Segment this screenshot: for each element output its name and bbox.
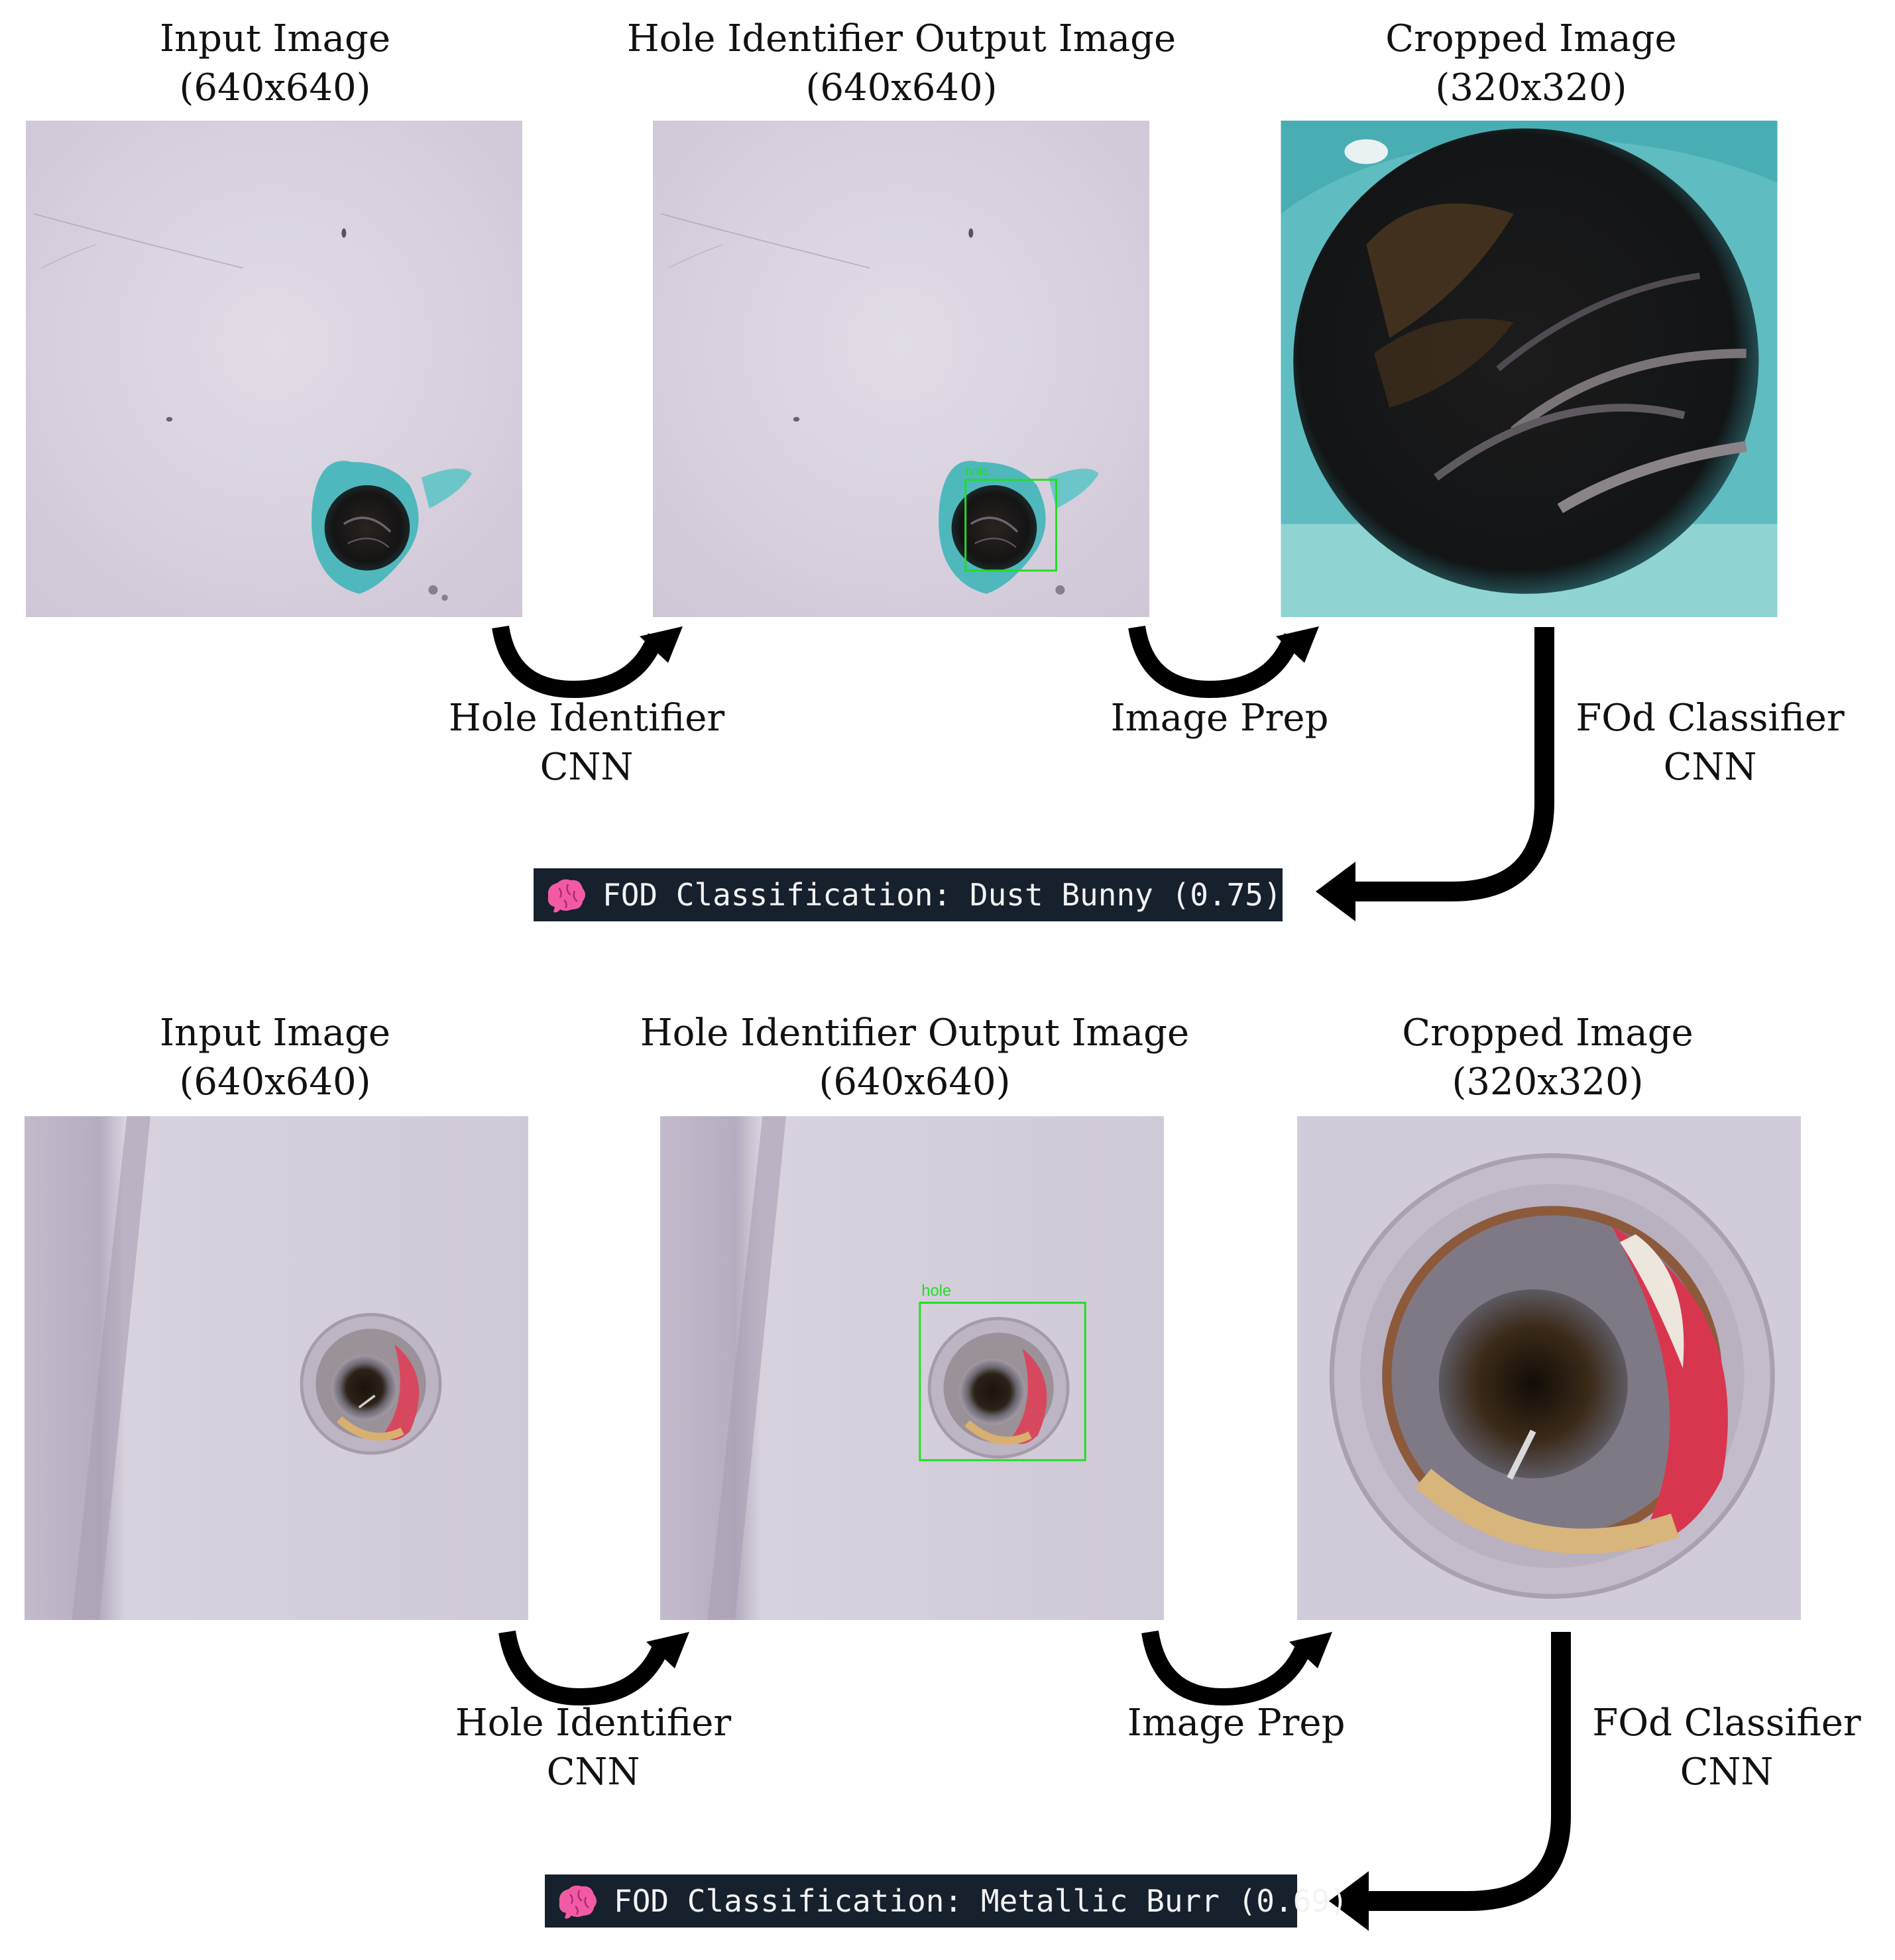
row2-hole-cnn-arrow [498, 1630, 671, 1706]
row1-classification-result: FOD Classification: Dust Bunny (0.75) [534, 868, 1283, 921]
row1-hole-output-image: hole [653, 121, 1149, 617]
row2-fod-cnn-arrow [1359, 1632, 1571, 1911]
brain-icon [547, 879, 585, 913]
row2-hole-cnn-arrowhead [646, 1632, 689, 1668]
row1-hole-cnn-arrowhead [640, 626, 683, 663]
row2-image-prep-arrow [1141, 1630, 1314, 1706]
row1-hole-output-caption: Hole Identifier Output Image (640x640) [626, 17, 1177, 109]
row2-hole-cnn-label: Hole Identifier CNN [455, 1701, 732, 1794]
row1-detection-box [964, 479, 1058, 572]
row1-fod-cnn-label: FOd Classifier CNN [1576, 697, 1845, 789]
row1-hole-cnn-label: Hole Identifier CNN [448, 697, 725, 789]
row1-cropped-caption: Cropped Image (320x320) [1385, 17, 1677, 109]
row1-input-caption: Input Image (640x640) [159, 17, 390, 109]
row2-detection-box [919, 1301, 1086, 1462]
row1-image-prep-arrowhead [1276, 626, 1319, 663]
row2-classification-result: FOD Classification: Metallic Burr (0.69) [545, 1874, 1348, 1928]
row2-hole-output-photo: hole [660, 1116, 1164, 1620]
row1-hole-output-photo: hole [653, 121, 1149, 617]
row1-input-image [26, 121, 522, 617]
row2-cropped-photo [1297, 1116, 1801, 1620]
row2-cropped-image [1297, 1116, 1801, 1620]
row1-input-photo [26, 121, 522, 617]
row1-cropped-photo [1281, 121, 1778, 617]
row2-image-prep-arrowhead [1289, 1632, 1332, 1668]
row2-detection-label: hole [921, 1282, 951, 1300]
row2-hole-output-caption: Hole Identifier Output Image (640x640) [640, 1011, 1190, 1104]
row1-cropped-image [1281, 121, 1778, 617]
row2-image-prep-label: Image Prep [1127, 1701, 1346, 1745]
row1-image-prep-arrow [1128, 625, 1301, 699]
row2-input-caption: Input Image (640x640) [159, 1011, 390, 1104]
row1-fod-cnn-arrow [1346, 627, 1554, 901]
row2-cropped-caption: Cropped Image (320x320) [1402, 1011, 1694, 1104]
row1-detection-label: hole [966, 464, 989, 478]
row2-fod-cnn-label: FOd Classifier CNN [1592, 1701, 1861, 1794]
row1-fod-cnn-arrowhead [1316, 862, 1355, 921]
row2-input-image [25, 1116, 528, 1620]
row2-input-photo [25, 1116, 528, 1620]
row2-hole-output-image: hole [660, 1116, 1164, 1620]
row1-result-text: FOD Classification: Dust Bunny (0.75) [603, 877, 1282, 913]
row1-image-prep-label: Image Prep [1110, 697, 1329, 740]
brain-icon [559, 1885, 597, 1919]
row2-result-text: FOD Classification: Metallic Burr (0.69) [614, 1883, 1348, 1919]
row1-hole-cnn-arrow [492, 625, 665, 699]
